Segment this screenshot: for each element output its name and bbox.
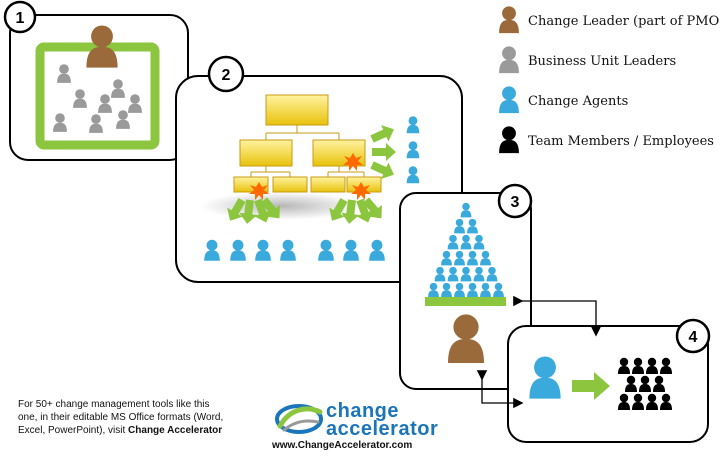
panel-4: 4 [507, 318, 711, 443]
person-icon [499, 126, 519, 154]
person-icon [499, 86, 519, 114]
panel-2-number: 2 [222, 67, 231, 84]
logo-swoosh-icon [275, 404, 323, 434]
panel-2: 2 [175, 55, 463, 283]
legend-label: Change Agents [528, 93, 629, 109]
legend-item-business-unit-leaders: Business Unit Leaders [498, 46, 676, 76]
panel-3: 3 [399, 183, 533, 390]
legend-label: Change Leader (part of PMO) [528, 13, 720, 29]
website-url[interactable]: www.ChangeAccelerator.com [272, 440, 413, 451]
green-arrows [227, 125, 396, 224]
logo-text-line-2: accelerator [326, 418, 439, 440]
legend-label: Business Unit Leaders [528, 53, 677, 69]
panel-2-badge [207, 55, 245, 93]
panel-3-badge [497, 183, 533, 219]
panel-4-number: 4 [689, 329, 698, 346]
panel-1-badge [3, 0, 37, 34]
promo-line-1: For 50+ change management tools like thi… [18, 399, 210, 410]
promo-line-3: Excel, PowerPoint), visit Change Acceler… [18, 424, 258, 437]
change-accelerator-link[interactable]: Change Accelerator [128, 425, 223, 436]
legend-item-change-leader: Change Leader (part of PMO) [498, 6, 720, 36]
burst-icons [249, 153, 371, 200]
panel-4-badge [675, 318, 711, 354]
panel-1-number: 1 [16, 10, 25, 27]
legend-item-team-members: Team Members / Employees [498, 126, 714, 156]
change-accelerator-logo[interactable]: change accelerator www.ChangeAccelerator… [272, 396, 438, 456]
person-icon [499, 46, 519, 74]
green-right-arrow [572, 372, 610, 400]
panel-1: 1 [3, 0, 189, 161]
legend-label: Team Members / Employees [528, 133, 714, 149]
connector-arrows [476, 295, 602, 409]
promo-line-2: one, in their editable MS Office formats… [18, 412, 224, 423]
person-icon [499, 6, 519, 34]
org-chart [233, 94, 382, 193]
promo-line-3-prefix: Excel, PowerPoint), visit [18, 425, 126, 436]
green-bar [425, 297, 506, 306]
promo-text: For 50+ change management tools like thi… [18, 398, 258, 437]
logo-text-line-1: change [326, 400, 400, 422]
panel-3-number: 3 [511, 194, 520, 211]
legend-item-change-agents: Change Agents [498, 86, 628, 116]
